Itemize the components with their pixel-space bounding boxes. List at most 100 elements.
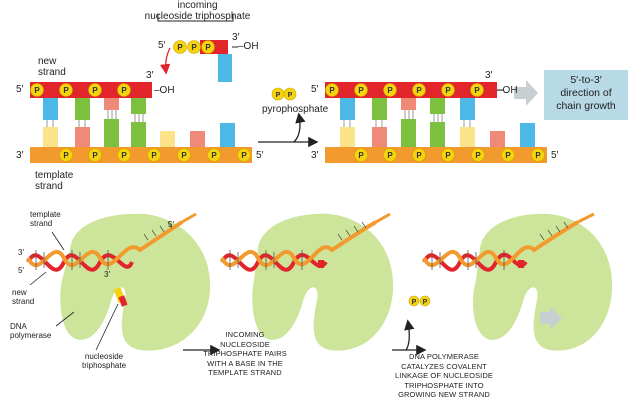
pyrophosphate-0-label: P — [276, 92, 281, 99]
phosphate-newstrand-left-0-label: P — [34, 86, 40, 95]
dna-polymerase-label: DNA polymerase — [10, 322, 52, 340]
phosphate-newstrand-left-3-label: P — [121, 86, 127, 95]
phosphate-newstrand-left-2 — [88, 83, 102, 97]
phosphate-template-right-0 — [354, 148, 368, 162]
phosphate-newstrand-left-1 — [59, 83, 73, 97]
bottom-three-prime-left: 3′ — [18, 248, 24, 257]
phosphate-template-right-6 — [531, 148, 545, 162]
phosphate-template-right-3-label: P — [445, 151, 451, 160]
bottom-pyrophosphate-0-label: P — [412, 299, 417, 306]
pyrophosphate-1 — [283, 87, 297, 101]
bottom-panel — [26, 212, 613, 356]
phosphate-newstrand-left-0 — [30, 83, 44, 97]
phosphate-newstrand-right-5-label: P — [474, 86, 480, 95]
phosphate-incoming-0-label: P — [177, 43, 183, 52]
phosphate-incoming-1-label: P — [191, 43, 197, 52]
oh-newstrand-left: –OH — [154, 85, 175, 96]
helix-1 — [26, 212, 197, 307]
five-prime-newstrand-right: 5′ — [311, 84, 319, 95]
phosphate-template-left-1 — [88, 148, 102, 162]
phosphate-newstrand-right-3-label: P — [416, 86, 422, 95]
three-prime-newstrand-right: 3′ — [485, 70, 493, 81]
phosphate-template-left-0-label: P — [63, 151, 69, 160]
phosphate-template-right-1-label: P — [387, 151, 393, 160]
bottom-five-prime-left: 5′ — [18, 266, 24, 275]
phosphate-newstrand-right-0-label: P — [329, 86, 335, 95]
five-prime-template-left: 5′ — [256, 150, 264, 161]
polymerase-blob-2 — [252, 213, 394, 351]
phosphate-template-left-0 — [59, 148, 73, 162]
phosphate-newstrand-right-0 — [325, 83, 339, 97]
phosphate-template-right-4-label: P — [475, 151, 481, 160]
five-prime-newstrand-left: 5′ — [16, 84, 24, 95]
reaction-arrow — [258, 112, 319, 148]
phosphate-newstrand-right-2-label: P — [387, 86, 393, 95]
phosphate-template-right-1 — [383, 148, 397, 162]
phosphate-template-right-0-label: P — [358, 151, 364, 160]
phosphate-incoming-2-label: P — [205, 43, 211, 52]
oh-newstrand-right: –OH — [497, 85, 518, 96]
bottom-three-prime-inner: 3′ — [104, 270, 110, 279]
oh-incoming: –OH — [238, 41, 259, 52]
phosphate-newstrand-right-4 — [441, 83, 455, 97]
polymerase-movement-arrow — [540, 306, 562, 330]
phosphate-template-left-2-label: P — [121, 151, 127, 160]
three-prime-template-left: 3′ — [16, 150, 24, 161]
helix-3 — [422, 212, 595, 272]
three-prime-incoming: 3′ — [232, 32, 240, 43]
bottom-five-prime-tip: 5′ — [168, 220, 174, 229]
phosphate-newstrand-right-4-label: P — [445, 86, 451, 95]
bottom-pyrophosphate-0 — [408, 295, 420, 307]
phosphate-template-left-6 — [237, 148, 251, 162]
bottom-pyrophosphate-1 — [419, 295, 431, 307]
phosphate-template-right-2-label: P — [416, 151, 422, 160]
phosphate-incoming-0 — [173, 40, 187, 54]
caption-step-2: DNA POLYMERASE CATALYZES COVALENT LINKAG… — [395, 352, 493, 399]
direction-box: 5′-to-3′ direction of chain growth — [544, 70, 628, 120]
phosphate-newstrand-right-3 — [412, 83, 426, 97]
three-prime-newstrand-left: 3′ — [146, 70, 154, 81]
phosphate-incoming-1 — [187, 40, 201, 54]
phosphate-template-left-2 — [117, 148, 131, 162]
phosphate-template-right-3 — [441, 148, 455, 162]
phosphate-newstrand-left-1-label: P — [63, 86, 69, 95]
helix-2 — [220, 212, 391, 272]
bottom-template-strand-label: template strand — [30, 210, 61, 228]
five-prime-incoming: 5′ — [158, 40, 166, 51]
phosphate-template-right-5-label: P — [505, 151, 511, 160]
polymerase-blob-1 — [60, 213, 211, 351]
phosphate-template-left-5-label: P — [211, 151, 217, 160]
top-left-dna — [30, 82, 252, 163]
nucleoside-triphosphate-label: nucleoside triphosphate — [81, 352, 127, 370]
bottom-pyrophosphate-1-label: P — [423, 299, 428, 306]
phosphate-newstrand-right-5 — [470, 83, 484, 97]
phosphate-newstrand-right-1-label: P — [358, 86, 364, 95]
caption-step-1: INCOMING NUCLEOSIDE TRIPHOSPHATE PAIRS W… — [203, 330, 287, 377]
top-right-dna — [325, 82, 547, 163]
phosphate-template-left-3 — [147, 148, 161, 162]
bottom-new-strand-label: new strand — [12, 288, 35, 306]
phosphate-template-left-4-label: P — [181, 151, 187, 160]
template-strand-backbone — [30, 147, 252, 163]
pyrophosphate-label: pyrophosphate — [262, 104, 329, 115]
template-strand-label: template strand — [35, 170, 74, 192]
phosphate-newstrand-left-3 — [117, 83, 131, 97]
phosphate-newstrand-right-1 — [354, 83, 368, 97]
new-strand-label: new strand — [38, 56, 66, 78]
phosphate-template-right-2 — [412, 148, 426, 162]
phosphate-incoming-2 — [201, 40, 215, 54]
phosphate-template-left-3-label: P — [151, 151, 157, 160]
pyrophosphate-1-label: P — [288, 92, 293, 99]
phosphate-template-right-6-label: P — [535, 151, 541, 160]
growth-arrow — [514, 80, 538, 106]
phosphate-template-right-4 — [471, 148, 485, 162]
phosphate-template-left-5 — [207, 148, 221, 162]
step-arrow-2 — [392, 319, 415, 351]
phosphate-template-left-1-label: P — [92, 151, 98, 160]
phosphate-template-left-6-label: P — [241, 151, 247, 160]
phosphate-newstrand-right-2 — [383, 83, 397, 97]
incoming-nucleotide-label: incoming nucleoside triphosphate — [144, 0, 251, 22]
phosphate-newstrand-left-2-label: P — [92, 86, 98, 95]
